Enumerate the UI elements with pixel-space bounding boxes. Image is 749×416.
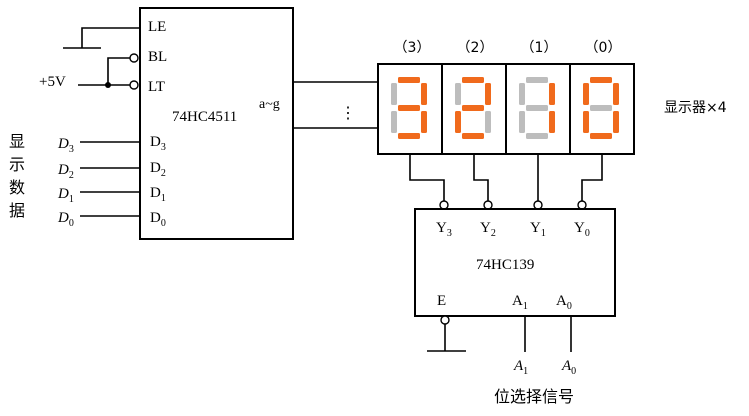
display-3-segment-a bbox=[398, 77, 420, 83]
svg-text:D0: D0 bbox=[57, 210, 74, 229]
display-3-segment-g bbox=[398, 105, 420, 111]
display-3-segment-f bbox=[391, 83, 397, 105]
y1-inverter-bubble bbox=[533, 200, 543, 210]
display-index-0: （0） bbox=[585, 40, 622, 56]
display-2-segment-e bbox=[455, 111, 461, 133]
address-caption: 位选择信号 bbox=[494, 387, 574, 406]
display-2-segment-f bbox=[455, 83, 461, 105]
display-index-1: （1） bbox=[521, 40, 558, 56]
decoder-chip: LE BL LT 74HC4511 a~g D3 D2 D1 D0 bbox=[139, 7, 294, 240]
y2-inverter-bubble bbox=[483, 200, 493, 210]
data-input-d2: D2 bbox=[57, 162, 74, 181]
display-3-segment-c bbox=[421, 111, 427, 133]
display-index-2: （2） bbox=[457, 40, 494, 56]
segment-output-label: a~g bbox=[259, 97, 280, 112]
svg-text:D3: D3 bbox=[57, 136, 74, 155]
digit-select-wires bbox=[409, 154, 603, 210]
data-input-group-label: 显示数据 bbox=[9, 132, 25, 220]
pin-lt-label: LT bbox=[148, 79, 165, 95]
supply-wiring: +5V bbox=[39, 53, 139, 90]
y0-inverter-bubble bbox=[577, 200, 587, 210]
display-3-segment-e bbox=[391, 111, 397, 133]
le-ground-wire bbox=[63, 27, 140, 49]
selector-chip: Y3 Y2 Y1 Y0 74HC139 E A1 A0 bbox=[414, 208, 616, 317]
bl-inverter-bubble bbox=[129, 53, 139, 63]
display-2-segment-g bbox=[462, 105, 484, 111]
svg-text:A0: A0 bbox=[561, 358, 576, 377]
display-1-segment-b bbox=[549, 83, 555, 105]
data-input-wires: D3 D2 D1 D0 bbox=[57, 136, 140, 229]
pin-le-label: LE bbox=[148, 19, 166, 35]
display-1-segment-a bbox=[526, 77, 548, 83]
data-input-d1: D1 bbox=[57, 186, 74, 205]
decoder-chip-body bbox=[139, 7, 294, 240]
display-0-segment-d bbox=[590, 133, 612, 139]
display-1-segment-g bbox=[526, 105, 548, 111]
address-input-a0: A0 bbox=[561, 358, 576, 377]
pin-bl-label: BL bbox=[148, 49, 167, 65]
bus-ellipsis: ⋮ bbox=[340, 105, 356, 122]
address-input-wires: A1 A0 bbox=[513, 316, 576, 377]
display-1-segment-c bbox=[549, 111, 555, 133]
selector-chip-body bbox=[414, 208, 616, 317]
display-3-segment-b bbox=[421, 83, 427, 105]
svg-text:A1: A1 bbox=[513, 358, 528, 377]
display-1-segment-d bbox=[526, 133, 548, 139]
segment-bus: ⋮ bbox=[293, 81, 378, 129]
display-0-segment-c bbox=[613, 111, 619, 133]
display-3-segment-d bbox=[398, 133, 420, 139]
display-2-segment-c bbox=[485, 111, 491, 133]
display-0-segment-a bbox=[590, 77, 612, 83]
seven-segment-displays bbox=[377, 63, 635, 155]
address-input-a1: A1 bbox=[513, 358, 528, 377]
data-input-d0: D0 bbox=[57, 210, 74, 229]
display-indices: （3） （2） （1） （0） bbox=[394, 40, 622, 56]
display-2-segment-b bbox=[485, 83, 491, 105]
display-0-segment-f bbox=[583, 83, 589, 105]
y3-inverter-bubble bbox=[439, 200, 449, 210]
selector-chip-name: 74HC139 bbox=[476, 257, 534, 273]
svg-text:D2: D2 bbox=[57, 162, 74, 181]
e-inverter-bubble bbox=[440, 315, 450, 325]
decoder-chip-name: 74HC4511 bbox=[172, 109, 237, 125]
display-2-segment-d bbox=[462, 133, 484, 139]
pin-e-label: E bbox=[437, 293, 446, 309]
display-1-segment-f bbox=[519, 83, 525, 105]
display-0-segment-e bbox=[583, 111, 589, 133]
display-1-segment-e bbox=[519, 111, 525, 133]
display-index-3: （3） bbox=[394, 40, 431, 56]
supply-label: +5V bbox=[39, 74, 66, 90]
data-input-d3: D3 bbox=[57, 136, 74, 155]
svg-text:D1: D1 bbox=[57, 186, 74, 205]
display-0-segment-g bbox=[590, 105, 612, 111]
display-2-segment-a bbox=[462, 77, 484, 83]
display-count-label: 显示器×4 bbox=[664, 100, 727, 116]
enable-ground-wire bbox=[427, 315, 466, 352]
display-0-segment-b bbox=[613, 83, 619, 105]
lt-inverter-bubble bbox=[129, 80, 139, 90]
supply-junction-dot bbox=[105, 82, 111, 88]
